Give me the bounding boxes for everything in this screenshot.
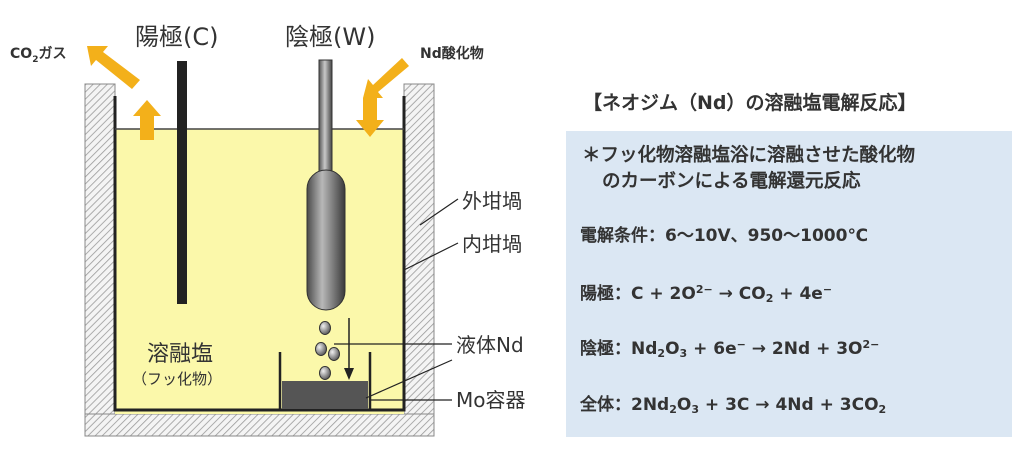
falling-arrow [344, 318, 354, 380]
cathode-sheath [306, 169, 346, 311]
cathode-reaction: 陰極：Nd2O3 + 6e− → 2Nd + 3O2− [580, 338, 880, 360]
oxide-feed-arrows [356, 58, 409, 137]
reaction-panel: ＊フッ化物溶融塩浴に溶融させた酸化物 のカーボンによる電解還元反応 電解条件：6… [566, 131, 1012, 437]
outer-crucible-label: 外坩堝 [462, 189, 522, 213]
electrolysis-cell-diagram: 陽極(C) 陰極(W) CO2ガス Nd酸化物 外坩堝 内坩堝 液体Nd Mo容… [10, 23, 526, 437]
molten-salt-bath [115, 129, 404, 414]
total-reaction: 全体：2Nd2O3 + 3C → 4Nd + 3CO2 [580, 395, 887, 416]
conditions-line: 電解条件：6〜10V、950〜1000℃ [580, 226, 869, 246]
anode-label: 陽極(C) [135, 23, 218, 51]
mo-vessel-label: Mo容器 [456, 388, 526, 412]
mo-vessel [278, 352, 372, 412]
inner-crucible-label: 内坩堝 [462, 232, 522, 256]
molten-salt-note: （フッ化物） [132, 370, 222, 388]
molten-salt-label: 溶融塩 [147, 342, 213, 367]
oxide-label: Nd酸化物 [420, 45, 484, 62]
leader-lines [334, 198, 459, 401]
liquid-nd-label: 液体Nd [456, 333, 524, 357]
reaction-title: 【ネオジム（Nd）の溶融塩電解反応】 [583, 92, 917, 114]
nd-droplets [315, 321, 340, 380]
inner-crucible [113, 96, 406, 412]
anode-rod [177, 61, 187, 304]
note-line-2: のカーボンによる電解還元反応 [602, 171, 861, 192]
co2-gas-arrows [87, 46, 161, 140]
anode-reaction: 陽極：C + 2O2− → CO2 + 4e− [580, 283, 833, 305]
cathode-rod [318, 59, 333, 181]
co2-gas-label: CO2ガス [10, 46, 66, 65]
note-line-1: ＊フッ化物溶融塩浴に溶融させた酸化物 [582, 145, 916, 166]
cathode-label: 陰極(W) [285, 23, 375, 51]
